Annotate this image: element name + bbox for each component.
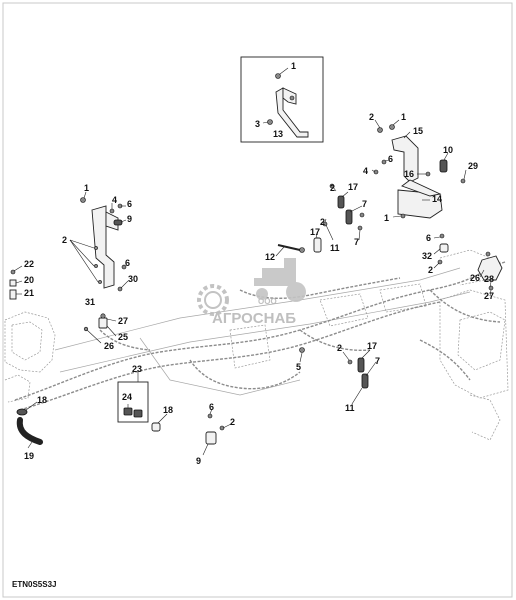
callout-28: 28 bbox=[484, 274, 494, 284]
callout-30: 30 bbox=[128, 274, 138, 284]
callout-26-right: 26 bbox=[470, 273, 480, 283]
callout-17-lower: 17 bbox=[367, 341, 377, 351]
callout-1-right-lower: 1 bbox=[384, 213, 389, 223]
callout-5: 5 bbox=[296, 362, 301, 372]
clamp-set-upper bbox=[277, 183, 365, 253]
callout-labels: 1 3 13 1 2 4 6 9 6 30 31 2 1 15 10 29 16… bbox=[24, 61, 494, 466]
callout-6-left-mid: 6 bbox=[125, 258, 130, 268]
watermark-gear-icon bbox=[197, 284, 229, 316]
callout-25: 25 bbox=[118, 332, 128, 342]
callout-2-lower-center: 2 bbox=[230, 417, 235, 427]
clamp-9-lower bbox=[205, 413, 225, 445]
bracket-15 bbox=[373, 124, 466, 219]
callout-9-lower: 9 bbox=[196, 456, 201, 466]
callout-7-upper-a: 7 bbox=[362, 199, 367, 209]
callout-22: 22 bbox=[24, 259, 34, 269]
sensor-25 bbox=[83, 313, 108, 332]
relay-bracket-23 bbox=[117, 381, 161, 432]
callout-2-clamp-mid: 2 bbox=[320, 217, 325, 227]
callout-24: 24 bbox=[122, 392, 132, 402]
watermark-prefix: ООО bbox=[258, 297, 277, 306]
callout-11-upper: 11 bbox=[330, 243, 340, 253]
callout-4-upper-right: 4 bbox=[363, 166, 368, 176]
callout-13: 13 bbox=[273, 129, 283, 139]
callout-32: 32 bbox=[422, 251, 432, 261]
callout-29: 29 bbox=[468, 161, 478, 171]
callout-2-clamp-upper: 2 bbox=[330, 183, 335, 193]
callout-2-upper-right: 2 bbox=[369, 112, 374, 122]
callout-12: 12 bbox=[265, 252, 275, 262]
callout-1-upper-left: 1 bbox=[84, 183, 89, 193]
callout-1-inset: 1 bbox=[291, 61, 296, 71]
leader-lines bbox=[13, 67, 492, 456]
callout-15: 15 bbox=[413, 126, 423, 136]
callout-2-right: 2 bbox=[428, 265, 433, 275]
watermark-brand: АГРОСНАБ bbox=[212, 310, 296, 327]
watermark: ООО АГРОСНАБ bbox=[197, 258, 306, 327]
callout-10: 10 bbox=[443, 145, 453, 155]
hose-19 bbox=[16, 408, 43, 445]
callout-11-lower: 11 bbox=[345, 403, 355, 413]
callout-4-upper-left: 4 bbox=[112, 195, 117, 205]
callout-18-right: 18 bbox=[163, 405, 173, 415]
callout-6-right: 6 bbox=[426, 233, 431, 243]
bracket-31 bbox=[80, 197, 127, 292]
callout-21: 21 bbox=[24, 288, 34, 298]
clamp-set-lower bbox=[299, 347, 369, 389]
callout-1-upper-right: 1 bbox=[401, 112, 406, 122]
inset-detail-13 bbox=[240, 56, 324, 143]
reference-code: ETN0S5S3J bbox=[12, 580, 56, 589]
callout-2-upper-left: 2 bbox=[62, 235, 67, 245]
callout-23: 23 bbox=[132, 364, 142, 374]
wire-harness bbox=[14, 261, 506, 411]
callout-27-left: 27 bbox=[118, 316, 128, 326]
callout-6-upper-left: 6 bbox=[127, 199, 132, 209]
callout-20: 20 bbox=[24, 275, 34, 285]
callout-19: 19 bbox=[24, 451, 34, 461]
callout-31: 31 bbox=[85, 297, 95, 307]
callout-7-upper-b: 7 bbox=[354, 237, 359, 247]
right-fittings bbox=[437, 233, 503, 291]
callout-18-left: 18 bbox=[37, 395, 47, 405]
callout-6-upper-right: 6 bbox=[388, 154, 393, 164]
callout-3: 3 bbox=[255, 119, 260, 129]
callout-2-lower: 2 bbox=[337, 343, 342, 353]
callout-16: 16 bbox=[404, 169, 414, 179]
callout-14: 14 bbox=[432, 194, 442, 204]
callout-17-upper: 17 bbox=[348, 182, 358, 192]
watermark-tractor-icon bbox=[254, 258, 306, 302]
callout-27-right: 27 bbox=[484, 291, 494, 301]
callout-9-upper: 9 bbox=[127, 214, 132, 224]
callout-6-lower: 6 bbox=[209, 402, 214, 412]
callout-7-lower: 7 bbox=[375, 356, 380, 366]
connectors-20-22 bbox=[9, 269, 17, 300]
callout-26-left: 26 bbox=[104, 341, 114, 351]
callout-17-mid: 17 bbox=[310, 227, 320, 237]
